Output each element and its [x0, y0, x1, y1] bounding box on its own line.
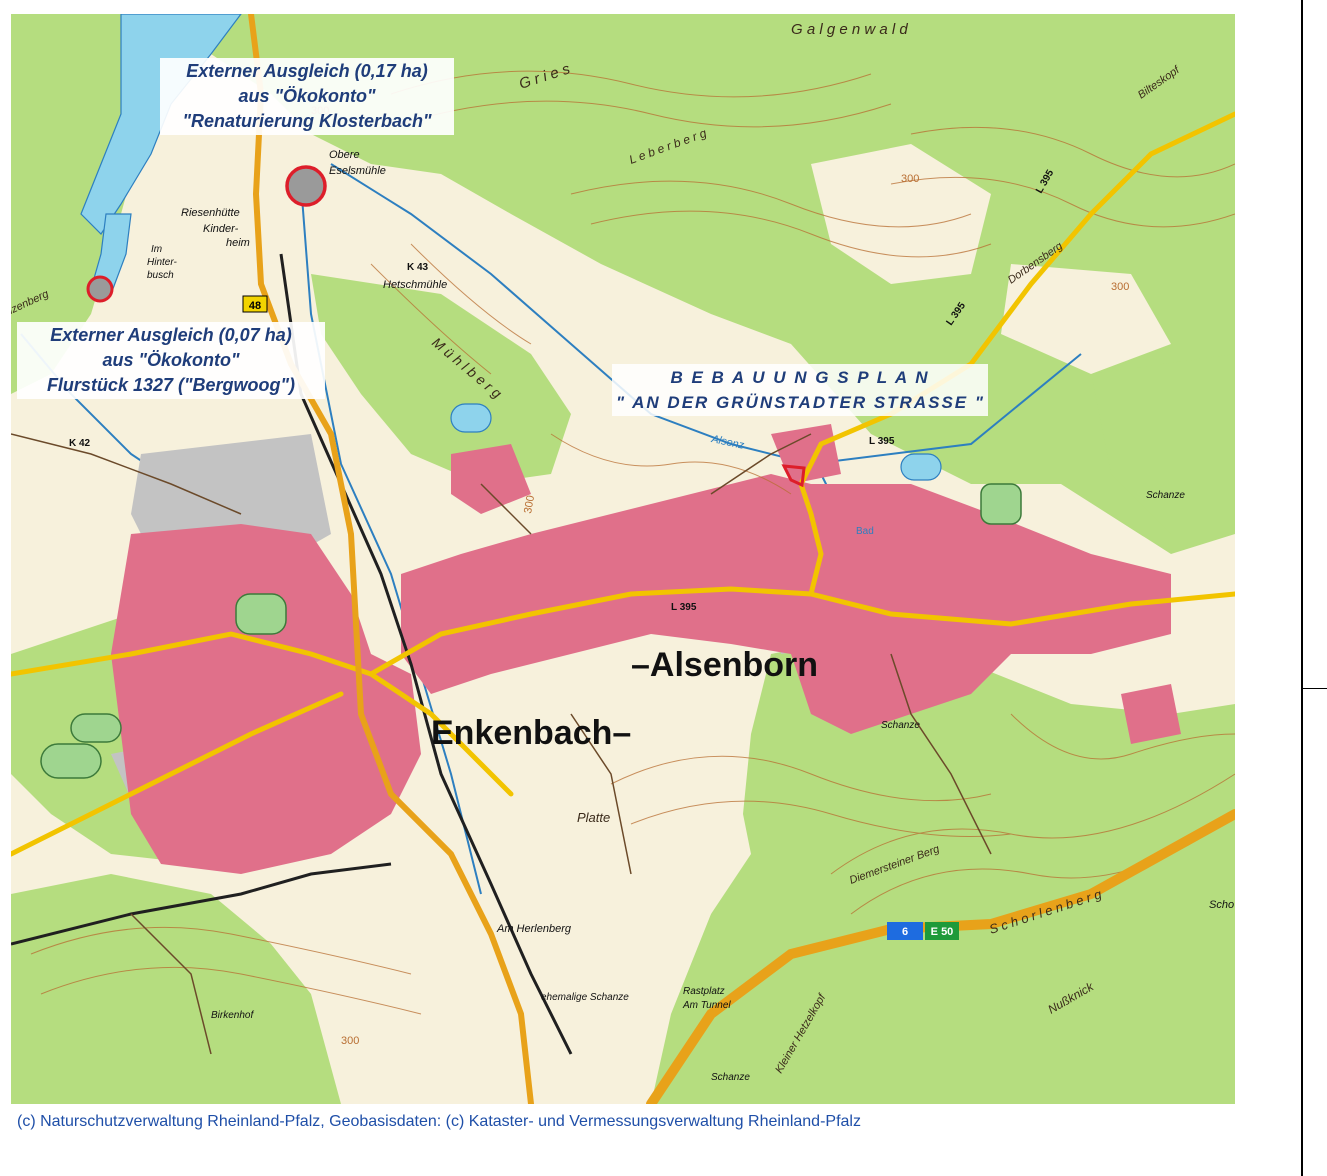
frame-border-right [1301, 0, 1303, 1176]
contour-label-3: 300 [1111, 281, 1129, 293]
frame-tick [1303, 688, 1327, 689]
town-label-enkenbach: Enkenbach– [431, 714, 631, 752]
minor-roads [11, 433, 992, 1055]
callout-1-line-2: aus "Ökokonto" [238, 86, 376, 106]
road-shield-a6 [887, 922, 923, 940]
callout-2-line-1: Externer Ausgleich (0,07 ha) [50, 325, 292, 345]
callout-2-line-2: aus "Ökokonto" [102, 350, 240, 370]
label-birkenhof: Birkenhof [211, 1010, 254, 1021]
road-shield-e50 [925, 922, 959, 940]
town-label-alsenborn: –Alsenborn [631, 646, 818, 684]
label-rastplatz: Rastplatz [683, 986, 725, 997]
topographic-map[interactable]: 48 6 E 50 Enkenbach– –Alsenborn G a l g … [11, 14, 1235, 1104]
callout-2-line-3: Flurstück 1327 ("Bergwoog") [46, 375, 296, 395]
callout-development-plan: B E B A U U N G S P L A N " AN DER GRÜNS… [612, 364, 988, 416]
label-bad: Bad [856, 526, 874, 537]
callout-external-compensation-1: Externer Ausgleich (0,17 ha) aus "Ökokon… [160, 58, 454, 135]
contour-label-5: 300 [341, 1035, 359, 1047]
map-copyright-caption: (c) Naturschutzverwaltung Rheinland-Pfal… [17, 1113, 861, 1130]
label-riesenhuette: Riesenhütte [181, 207, 240, 219]
callout-1-line-3: "Renaturierung Klosterbach" [182, 111, 432, 131]
callout-plan-line-2: " AN DER GRÜNSTADTER STRASSE " [616, 393, 985, 412]
label-edge-scho: Scho [1209, 899, 1234, 911]
road-label-k42: K 42 [69, 438, 91, 449]
contour-label-4: 300 [522, 494, 537, 514]
callout-external-compensation-2: Externer Ausgleich (0,07 ha) aus "Ökokon… [17, 322, 325, 399]
road-label-l395-2: L 395 [869, 436, 895, 447]
label-am-herlenberg: Am Herlenberg [496, 923, 572, 935]
road-label-l395-1: L 395 [671, 602, 697, 613]
label-schanze-3: Schanze [711, 1072, 750, 1083]
label-im: Im [151, 244, 162, 255]
label-eselsmuehle: Eselsmühle [329, 165, 386, 177]
plan-area-outline[interactable] [781, 464, 806, 488]
settlement-areas [111, 424, 1181, 874]
main-roads [11, 111, 1235, 857]
label-hinter: Hinter- [147, 257, 177, 268]
label-galgenwald: G a l g e n w a l d [791, 21, 908, 38]
compensation-marker-large[interactable] [285, 165, 327, 207]
label-kinderheim-1: Kinder- [203, 223, 239, 235]
callout-plan-line-1: B E B A U U N G S P L A N [670, 368, 930, 387]
road-label-k43: K 43 [407, 262, 429, 273]
label-platte: Platte [577, 810, 610, 825]
road-number-a6: 6 [902, 926, 908, 938]
sports-fields [40, 483, 1022, 779]
label-ehemalige-schanze: ehemalige Schanze [541, 992, 629, 1003]
label-schanze-2: Schanze [881, 720, 920, 731]
label-obere: Obere [329, 149, 360, 161]
callout-1-line-1: Externer Ausgleich (0,17 ha) [186, 61, 428, 81]
road-shield-b48 [242, 295, 268, 313]
contour-label-2: 300 [901, 173, 919, 185]
label-schanze-1: Schanze [1146, 490, 1185, 501]
federal-road-48 [248, 14, 534, 1104]
railway [11, 253, 573, 1055]
label-busch: busch [147, 270, 174, 281]
label-hetschmuehle: Hetschmühle [383, 279, 447, 291]
road-number-b48: 48 [249, 300, 261, 312]
road-number-e50: E 50 [931, 926, 954, 938]
label-kinderheim-2: heim [226, 237, 250, 249]
label-am-tunnel: Am Tunnel [682, 1000, 731, 1011]
compensation-marker-small[interactable] [86, 275, 114, 303]
